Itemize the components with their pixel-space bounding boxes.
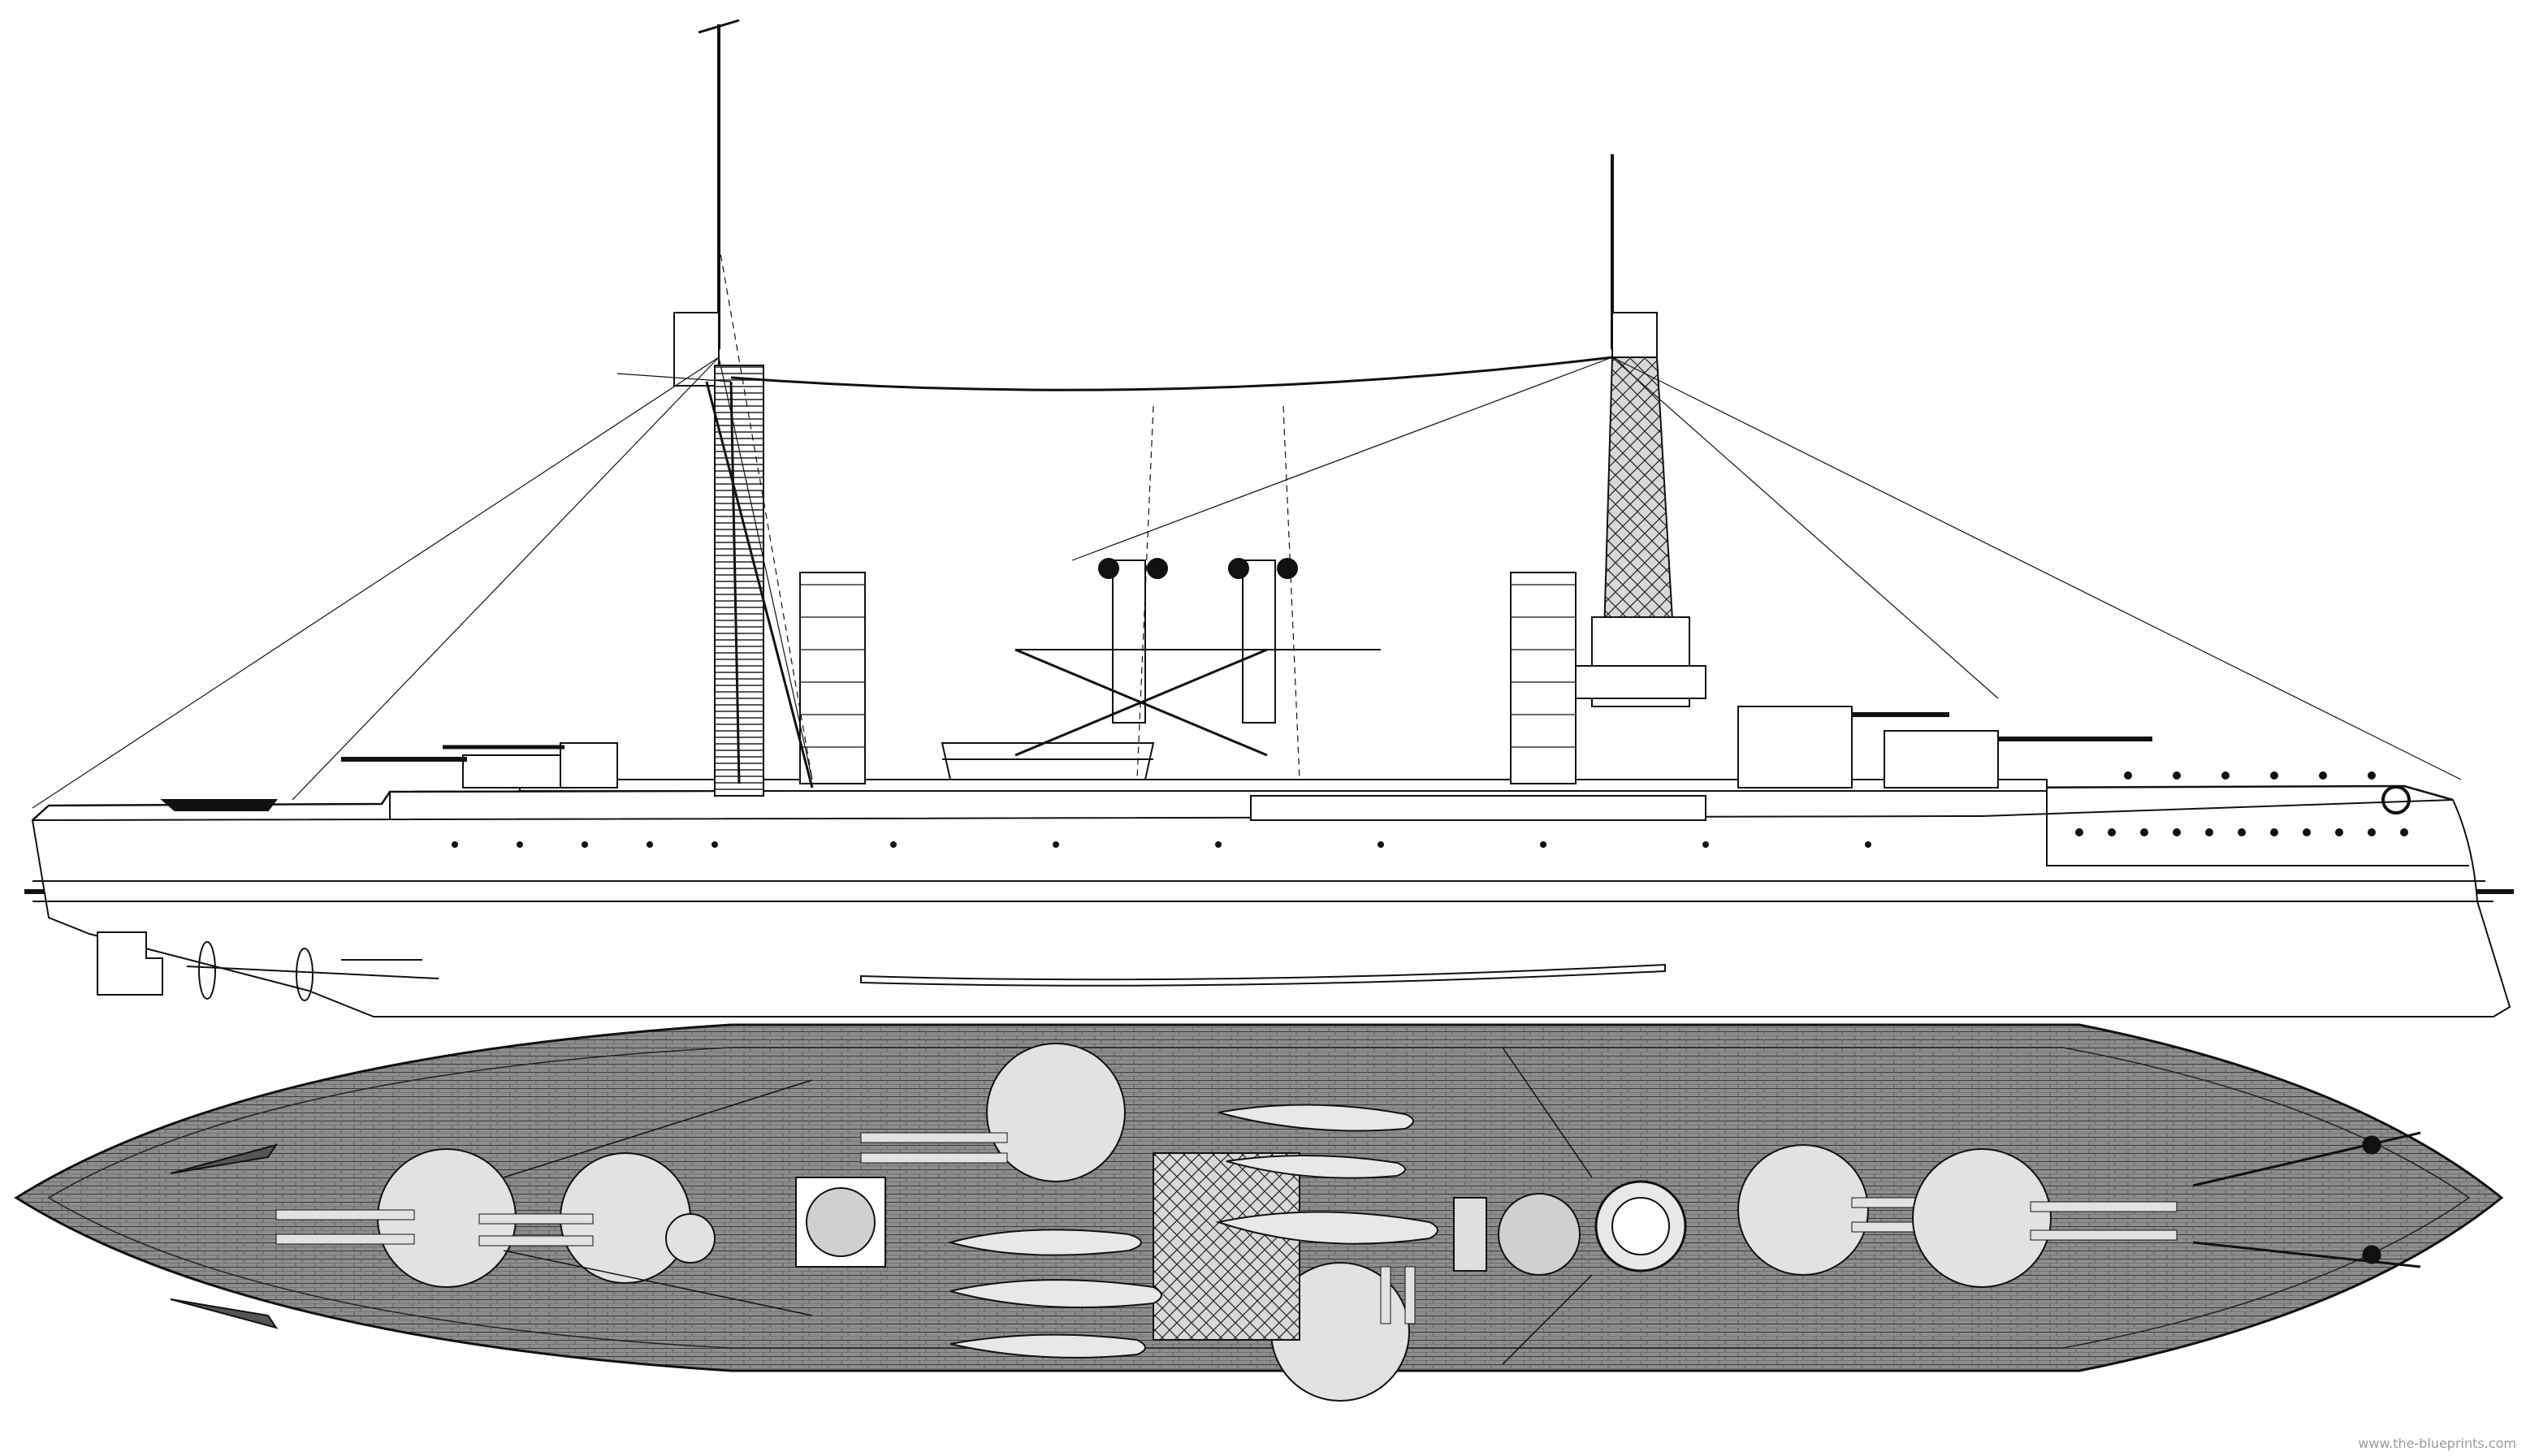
- bridge-plan: [1594, 1180, 1687, 1272]
- anchor-chains: [2192, 1131, 2421, 1268]
- rigging-lines: [32, 243, 2462, 809]
- boats-plan: [170, 1104, 1438, 1359]
- turret-plan-6: [1912, 1148, 2178, 1288]
- funnel-plan-aft: [795, 1177, 886, 1268]
- hull-side: [31, 798, 2511, 1017]
- turret-plan-3: [860, 1043, 1126, 1182]
- deck-plan-view: [14, 1023, 2504, 1402]
- boat-side-aft: [160, 799, 279, 811]
- skylight: [1453, 1197, 1487, 1272]
- boat-side-mid: [941, 742, 1155, 780]
- portholes: [452, 771, 2408, 848]
- side-profile-view: [24, 19, 2514, 1017]
- mast-fwd: [1575, 154, 1706, 707]
- mast-aft: [673, 19, 814, 797]
- aft-main-turret-side: [341, 742, 618, 788]
- fwd-main-turret-side: [1737, 706, 2152, 788]
- boat-deck: [1153, 1152, 1300, 1341]
- mast-plan-aft: [665, 1213, 716, 1264]
- anchor-hawse: [2381, 785, 2411, 814]
- propeller-shaft: [186, 941, 439, 1001]
- funnel-fwd: [1510, 572, 1577, 784]
- turret-plan-1: [275, 1148, 517, 1288]
- searchlight-towers: [1014, 558, 1381, 757]
- funnel-aft: [799, 572, 866, 784]
- funnel-plan-fwd: [1498, 1193, 1581, 1276]
- watermark: www.the-blueprints.com: [2358, 1436, 2516, 1451]
- rudder: [97, 931, 163, 996]
